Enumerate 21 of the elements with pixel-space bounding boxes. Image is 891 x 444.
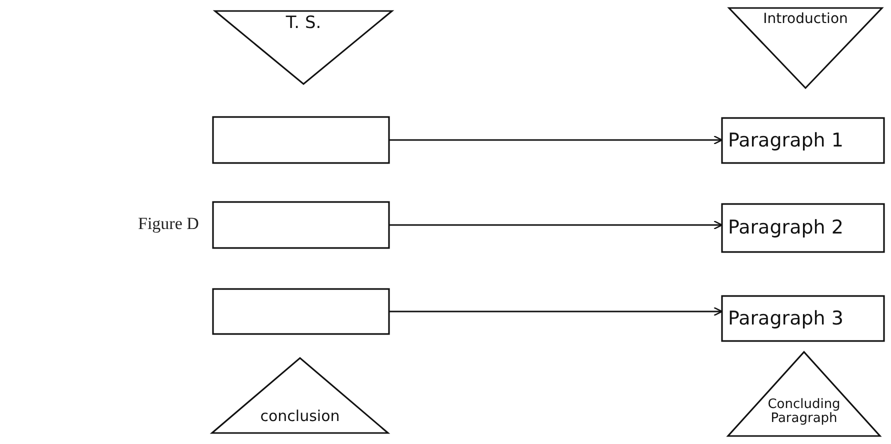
shape-label: conclusion [259,408,341,424]
arrow [389,220,723,230]
rectangle-box [722,296,884,341]
shape-label: Concluding Paragraph [766,398,842,427]
arrow [389,135,723,145]
shape-label: Paragraph 3 [728,308,844,329]
rectangle-box [213,117,389,163]
arrow [389,306,723,316]
shape-label: Introduction [762,12,849,28]
triangle [212,358,388,433]
rectangle-box [213,202,389,248]
shape-label: Paragraph 2 [728,218,844,238]
inverted-triangle [215,11,392,84]
triangle [728,352,880,436]
shape-label: Paragraph 1 [728,130,844,151]
rectangle-box [722,204,884,252]
inverted-triangle [729,8,882,88]
rectangle-box [213,289,389,334]
figure-label: Figure D [138,214,199,234]
shape-label: T. S. [284,14,322,33]
rectangle-box [722,118,884,163]
